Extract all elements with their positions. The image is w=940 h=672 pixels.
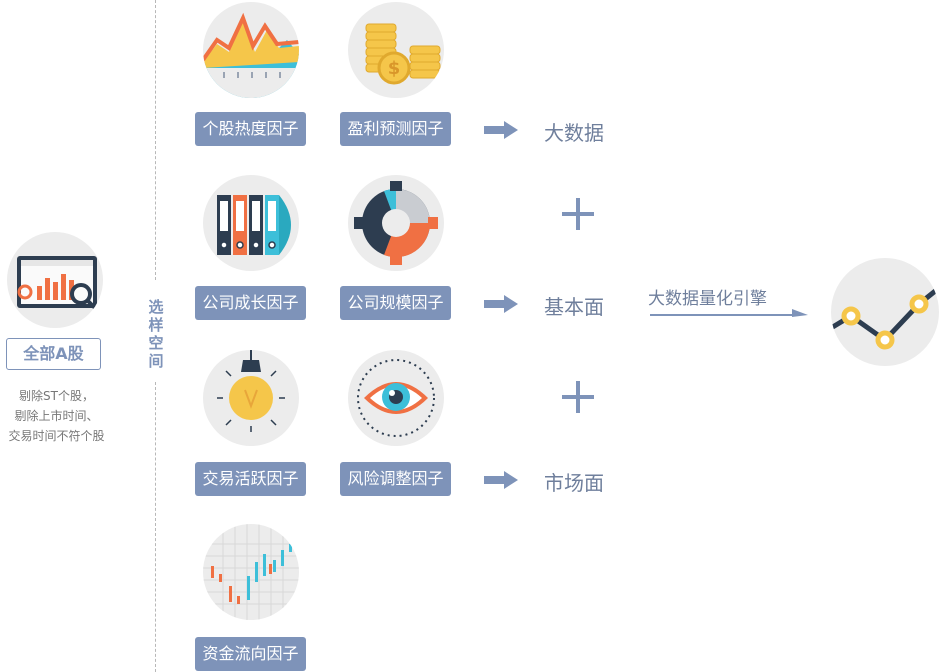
candlestick-icon [203, 524, 299, 620]
gear-icon [348, 175, 444, 271]
factor-trading-activity: 交易活跃因子 [195, 462, 306, 496]
report-icon [7, 232, 103, 328]
arrow-right-icon [484, 121, 518, 139]
binders-icon [203, 175, 299, 271]
factor-risk-adjusted: 风险调整因子 [340, 462, 451, 496]
engine-arrow-icon [650, 309, 808, 317]
factor-company-scale: 公司规模因子 [340, 286, 451, 320]
plus-icon [562, 198, 594, 230]
coins-icon: $ [348, 2, 444, 98]
result-market: 市场面 [544, 471, 604, 495]
trend-line-icon [831, 258, 939, 366]
arrow-right-icon [484, 471, 518, 489]
plus-icon [562, 381, 594, 413]
divider-top [155, 0, 156, 280]
factor-capital-flow: 资金流向因子 [195, 637, 306, 671]
eye-icon [348, 350, 444, 446]
factor-stock-heat: 个股热度因子 [195, 112, 306, 146]
factor-company-growth: 公司成长因子 [195, 286, 306, 320]
exclusion-note-1: 剔除ST个股， [19, 389, 94, 403]
result-fundamentals: 基本面 [544, 295, 604, 319]
exclusion-note-2: 剔除上市时间、 [14, 409, 99, 423]
factor-profit-forecast: 盈利预测因子 [340, 112, 451, 146]
result-big-data: 大数据 [544, 121, 604, 145]
lightbulb-icon [203, 350, 299, 446]
engine-label: 大数据量化引擎 [648, 289, 767, 309]
exclusion-note-3: 交易时间不符个股 [8, 429, 105, 443]
svg-text:$: $ [388, 58, 401, 79]
all-a-shares-label: 全部A股 [6, 338, 101, 370]
arrow-right-icon [484, 295, 518, 313]
heat-chart-icon [203, 2, 299, 98]
sample-space-label: 选样空间 [148, 298, 164, 370]
divider-bottom [155, 382, 156, 672]
